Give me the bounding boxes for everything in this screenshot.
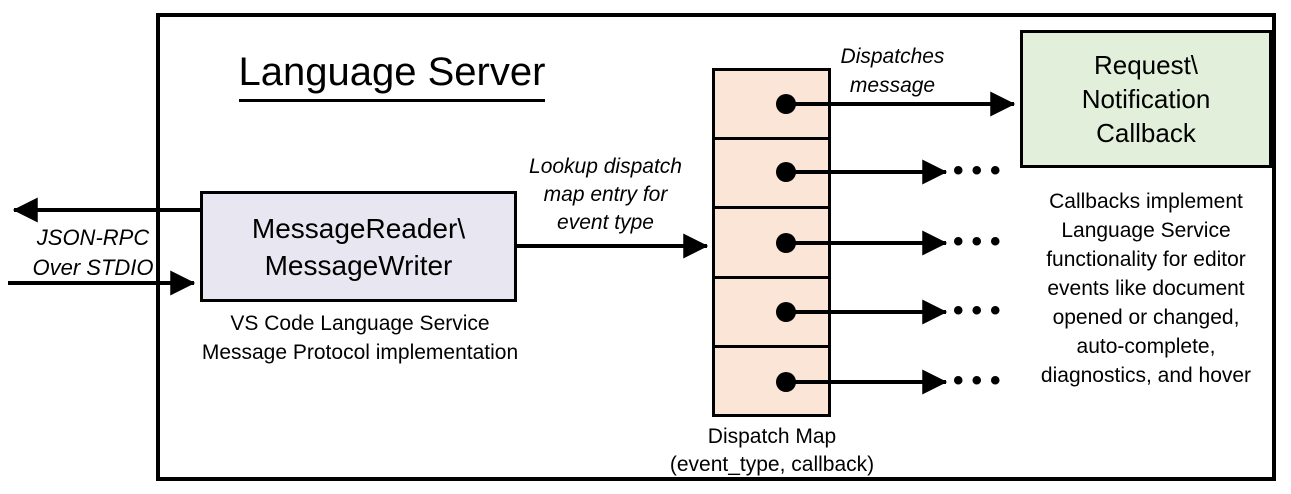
- reader-caption-line1: VS Code Language Service: [230, 312, 490, 335]
- callback-box-line2: Notification: [1081, 84, 1211, 114]
- dispatch-map-caption-line1: Dispatch Map: [707, 425, 837, 448]
- dispatch-map-cell: [715, 206, 828, 275]
- reader-box-line2: MessageWriter: [264, 249, 453, 281]
- lookup-label-line3: event type: [557, 211, 654, 234]
- jsonrpc-label-line1: JSON-RPC: [36, 225, 150, 250]
- dispatch-map: [712, 68, 831, 417]
- dispatches-message-label: Dispatches message: [820, 42, 965, 100]
- reader-box-line1: MessageReader\: [251, 212, 466, 244]
- dispatch-map-cell: [715, 275, 828, 345]
- lookup-label-line2: map entry for: [543, 183, 668, 206]
- diagram-title-text: Language Server: [238, 48, 546, 102]
- callbacks-note-line2: Language Service: [1061, 219, 1231, 242]
- diagram-title: Language Server: [156, 48, 628, 102]
- callbacks-note-line3: functionality for editor: [1046, 248, 1246, 271]
- callback-box-line3: Callback: [1096, 118, 1196, 148]
- callback-box-line1: Request\: [1093, 50, 1199, 80]
- jsonrpc-stdio-label: JSON-RPC Over STDIO: [18, 223, 168, 283]
- language-server-boundary: [156, 13, 1276, 481]
- dispatch-map-caption-line2: (event_type, callback): [669, 453, 875, 476]
- lookup-label-line1: Lookup dispatch: [529, 155, 682, 178]
- callbacks-note-line7: diagnostics, and hover: [1040, 364, 1252, 387]
- dispatch-map-cell: [715, 71, 828, 137]
- dispatch-map-cell: [715, 344, 828, 414]
- callbacks-note-line6: auto-complete,: [1076, 335, 1216, 358]
- dispatch-map-caption: Dispatch Map (event_type, callback): [647, 423, 897, 479]
- ellipsis-row3: •••: [953, 224, 1009, 258]
- ellipsis-row5: •••: [953, 363, 1009, 397]
- ellipsis-row4: •••: [953, 293, 1009, 327]
- callbacks-note-line4: events like document: [1047, 277, 1245, 300]
- callbacks-note-line5: opened or changed,: [1052, 306, 1240, 329]
- callbacks-note-line1: Callbacks implement: [1049, 190, 1243, 213]
- request-notification-callback-box: Request\ Notification Callback: [1020, 30, 1272, 168]
- reader-caption-line2: Message Protocol implementation: [201, 341, 519, 364]
- ellipsis-row2: •••: [953, 153, 1009, 187]
- dispatch-map-cell: [715, 137, 828, 206]
- dispatches-label-line1: Dispatches: [840, 45, 945, 68]
- message-reader-writer-box: MessageReader\ MessageWriter: [200, 191, 517, 302]
- lookup-dispatch-label: Lookup dispatch map entry for event type: [513, 153, 698, 237]
- reader-caption: VS Code Language Service Message Protoco…: [170, 309, 550, 367]
- dispatches-label-line2: message: [849, 74, 936, 97]
- callbacks-note: Callbacks implement Language Service fun…: [1004, 187, 1288, 390]
- jsonrpc-label-line2: Over STDIO: [32, 255, 154, 280]
